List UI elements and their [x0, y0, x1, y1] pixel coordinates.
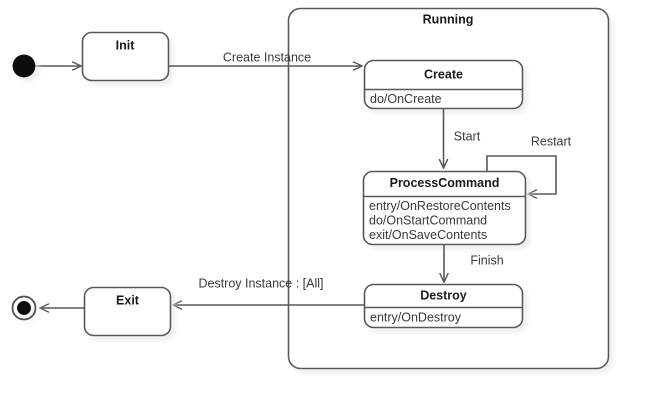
state-processcommand-box	[362, 170, 527, 246]
state-processcommand[interactable]: ProcessCommand entry/OnRestoreContents d…	[362, 170, 527, 246]
state-exit-title: Exit	[116, 293, 140, 307]
final-state-dot	[17, 301, 31, 315]
composite-state-title: Running	[423, 12, 474, 26]
state-init[interactable]: Init	[81, 31, 170, 82]
state-processcommand-title: ProcessCommand	[390, 176, 500, 190]
state-processcommand-action-0: entry/OnRestoreContents	[369, 199, 511, 213]
state-destroy-title: Destroy	[420, 288, 467, 302]
state-destroy-action-0: entry/OnDestroy	[370, 310, 462, 324]
state-create-box	[363, 59, 524, 110]
transition-label-create-instance: Create Instance	[223, 50, 311, 64]
state-create-title: Create	[424, 67, 463, 81]
state-destroy[interactable]: Destroy entry/OnDestroy	[363, 283, 524, 329]
state-processcommand-action-2: exit/OnSaveContents	[369, 228, 487, 242]
transition-label-restart: Restart	[531, 134, 572, 148]
transition-label-finish: Finish	[470, 253, 503, 267]
transition-line	[486, 155, 557, 199]
initial-state-dot	[12, 54, 36, 78]
transition-destroy-to-exit[interactable]: Destroy Instance : [All]	[172, 276, 364, 310]
state-exit-box	[83, 286, 172, 337]
state-create[interactable]: Create do/OnCreate	[363, 59, 524, 110]
final-state-ring	[11, 295, 37, 321]
transition-create-to-processcommand[interactable]: Start	[438, 109, 481, 169]
final-state[interactable]	[11, 295, 37, 321]
state-init-box	[81, 31, 170, 82]
state-init-title: Init	[116, 38, 136, 52]
initial-state[interactable]	[12, 54, 36, 78]
transition-processcommand-restart[interactable]: Restart	[486, 134, 572, 199]
transition-label-destroy-instance: Destroy Instance : [All]	[198, 276, 323, 290]
state-destroy-box	[363, 283, 524, 329]
state-create-action-0: do/OnCreate	[370, 92, 442, 106]
transition-init-to-create[interactable]: Create Instance	[168, 50, 363, 71]
state-exit[interactable]: Exit	[83, 286, 172, 337]
state-processcommand-action-1: do/OnStartCommand	[369, 213, 487, 227]
transition-processcommand-to-destroy[interactable]: Finish	[439, 245, 504, 283]
transition-label-start: Start	[454, 129, 481, 143]
